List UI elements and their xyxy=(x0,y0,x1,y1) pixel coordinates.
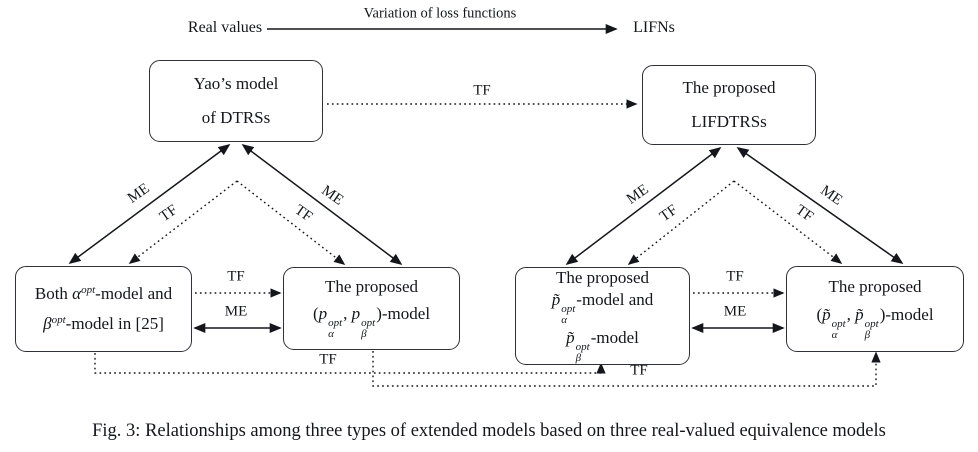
p-tilde-symbol: p̃ xyxy=(822,304,831,324)
node-text-line: Yao’s model xyxy=(193,74,279,94)
node-text-line: of DTRSs xyxy=(201,107,271,127)
header-lifns-label: LIFNs xyxy=(633,19,675,36)
node-text-line: βopt-model in [25] xyxy=(43,314,164,334)
node-lifdtrss: The proposed LIFDTRSs xyxy=(642,65,816,145)
p-tilde-symbol: p̃ xyxy=(551,290,561,310)
p-tilde-symbol: p̃ xyxy=(566,328,575,348)
text-run: ( xyxy=(816,304,823,324)
node-text-line: The proposed xyxy=(555,267,649,287)
edge-label-tf-ef: TF xyxy=(726,268,744,285)
node-text-line: The proposed xyxy=(828,277,922,297)
text-run: )-model xyxy=(879,304,934,324)
text-run: -model and xyxy=(576,290,654,310)
edge-tf-alphabeta-to-ptmodels-bottom xyxy=(94,353,606,374)
node-text-line: The proposed xyxy=(324,276,418,296)
subscript-alpha: α xyxy=(831,328,838,341)
subscript-alpha: α xyxy=(561,314,568,327)
superscript-opt: opt xyxy=(575,341,590,354)
text-run: ( xyxy=(312,304,319,324)
edge-label-tf-bottom-right: TF xyxy=(630,362,648,379)
edge-me-yao-ppair xyxy=(241,143,403,266)
edge-label-me-ef: ME xyxy=(723,303,747,320)
edge-label-me-cd: ME xyxy=(224,303,248,320)
text-run: -model in [25] xyxy=(65,313,164,333)
subscript-beta: β xyxy=(864,328,871,341)
text-run: )-model xyxy=(376,304,431,324)
superscript-opt: opt xyxy=(328,317,343,330)
node-text-line: Both αopt-model and xyxy=(35,284,172,304)
superscript-opt: opt xyxy=(831,317,846,330)
node-yao-dtrs: Yao’s model of DTRSs xyxy=(149,60,323,142)
edge-label-tf-top: TF xyxy=(473,82,491,99)
edge-label-tf-bottom-left: TF xyxy=(319,351,337,368)
figure-caption: Fig. 3: Relationships among three types … xyxy=(92,421,886,441)
subscript-beta: β xyxy=(575,352,582,365)
superscript-opt: opt xyxy=(51,313,66,326)
text-run: -model and xyxy=(95,284,173,304)
edge-tf-ppair-to-ptpair-bottom xyxy=(372,351,881,387)
edge-me-lifdtrss-ptmodels xyxy=(565,146,722,266)
text-run: -model xyxy=(590,328,639,348)
edge-me-yao-alphabeta xyxy=(68,143,231,265)
node-text-line: The proposed xyxy=(682,78,776,98)
subscript-beta: β xyxy=(361,328,367,341)
beta-symbol: β xyxy=(43,313,52,333)
text-run: , xyxy=(343,304,348,324)
edge-me-lifdtrss-ptpair xyxy=(736,147,904,264)
p-symbol: p xyxy=(351,304,361,324)
node-alpha-beta-model: Both αopt-model and βopt-model in [25] xyxy=(15,266,192,352)
p-tilde-symbol: p̃ xyxy=(855,304,864,324)
text-run: Both xyxy=(34,284,73,304)
node-text-line: LIFDTRSs xyxy=(691,111,767,131)
header-real-values-label: Real values xyxy=(187,19,263,36)
superscript-opt: opt xyxy=(561,303,576,316)
subscript-alpha: α xyxy=(328,328,334,341)
superscript-opt: opt xyxy=(81,284,96,297)
alpha-symbol: α xyxy=(72,284,82,304)
text-run: , xyxy=(846,304,851,324)
superscript-opt: opt xyxy=(361,317,376,330)
p-symbol: p xyxy=(318,304,328,324)
edge-label-tf-cd: TF xyxy=(227,268,245,285)
header-variation-arrow-label: Variation of loss functions xyxy=(363,5,517,22)
superscript-opt: opt xyxy=(864,317,879,330)
